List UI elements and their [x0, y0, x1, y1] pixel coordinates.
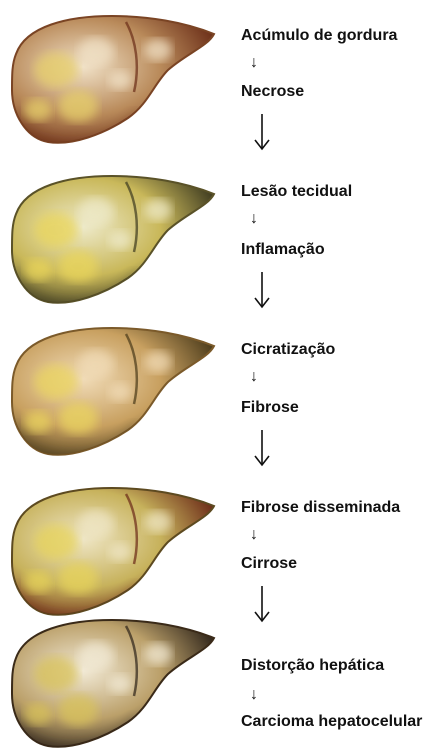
stage-label-necrosis: Necrose — [241, 83, 304, 101]
liver-texture-spot — [34, 364, 78, 399]
stage-label-disseminated-fibrosis: Fibrose disseminada — [241, 499, 400, 517]
stage-label-cirrhosis: Cirrose — [241, 555, 297, 573]
long-arrow-down-icon — [252, 584, 272, 624]
arrow-down-icon: ↓ — [250, 687, 258, 703]
liver-texture-spot — [108, 674, 132, 693]
arrow-down-icon: ↓ — [250, 211, 258, 227]
liver-texture-spot — [34, 524, 78, 559]
liver-image-scarring — [8, 322, 220, 462]
liver-texture-spot — [24, 411, 52, 433]
stage-label-inflammation: Inflamação — [241, 241, 325, 259]
liver-texture-spot — [58, 402, 98, 434]
long-arrow-down-icon — [252, 270, 272, 310]
stage-label-hepatocellular-carcinoma: Carcioma hepatocelular — [241, 713, 422, 731]
liver-texture-spot — [24, 703, 52, 725]
liver-texture-spot — [144, 39, 172, 61]
stage-label-tissue-injury: Lesão tecidual — [241, 183, 352, 201]
arrow-down-icon: ↓ — [250, 527, 258, 543]
long-arrow-down-icon — [252, 112, 272, 152]
liver-texture-spot — [58, 90, 98, 122]
liver-texture-spot — [78, 38, 114, 67]
liver-texture-spot — [144, 643, 172, 665]
arrow-down-icon: ↓ — [250, 55, 258, 71]
liver-texture-spot — [34, 656, 78, 691]
liver-texture-spot — [108, 230, 132, 249]
liver-image-fatty — [8, 10, 220, 150]
liver-texture-spot — [34, 212, 78, 247]
liver-texture-spot — [144, 511, 172, 533]
liver-image-injured — [8, 170, 220, 310]
stage-label-scarring: Cicratização — [241, 341, 335, 359]
stage-label-hepatic-distortion: Distorção hepática — [241, 657, 384, 675]
liver-texture-spot — [78, 510, 114, 539]
liver-texture-spot — [78, 642, 114, 671]
liver-image-distorted — [8, 614, 220, 754]
liver-image-disseminated-fibrosis — [8, 482, 220, 622]
liver-texture-spot — [58, 250, 98, 282]
liver-texture-spot — [24, 259, 52, 281]
liver-texture-spot — [108, 382, 132, 401]
liver-texture-spot — [78, 350, 114, 379]
liver-texture-spot — [78, 198, 114, 227]
liver-texture-spot — [24, 571, 52, 593]
liver-texture-spot — [24, 99, 52, 121]
liver-texture-spot — [34, 52, 78, 87]
liver-texture-spot — [58, 694, 98, 726]
liver-texture-spot — [108, 542, 132, 561]
arrow-down-icon: ↓ — [250, 369, 258, 385]
liver-texture-spot — [58, 562, 98, 594]
liver-texture-spot — [108, 70, 132, 89]
long-arrow-down-icon — [252, 428, 272, 468]
liver-texture-spot — [144, 351, 172, 373]
stage-label-fibrosis: Fibrose — [241, 399, 299, 417]
liver-texture-spot — [144, 199, 172, 221]
stage-label-fat-accumulation: Acúmulo de gordura — [241, 27, 397, 45]
